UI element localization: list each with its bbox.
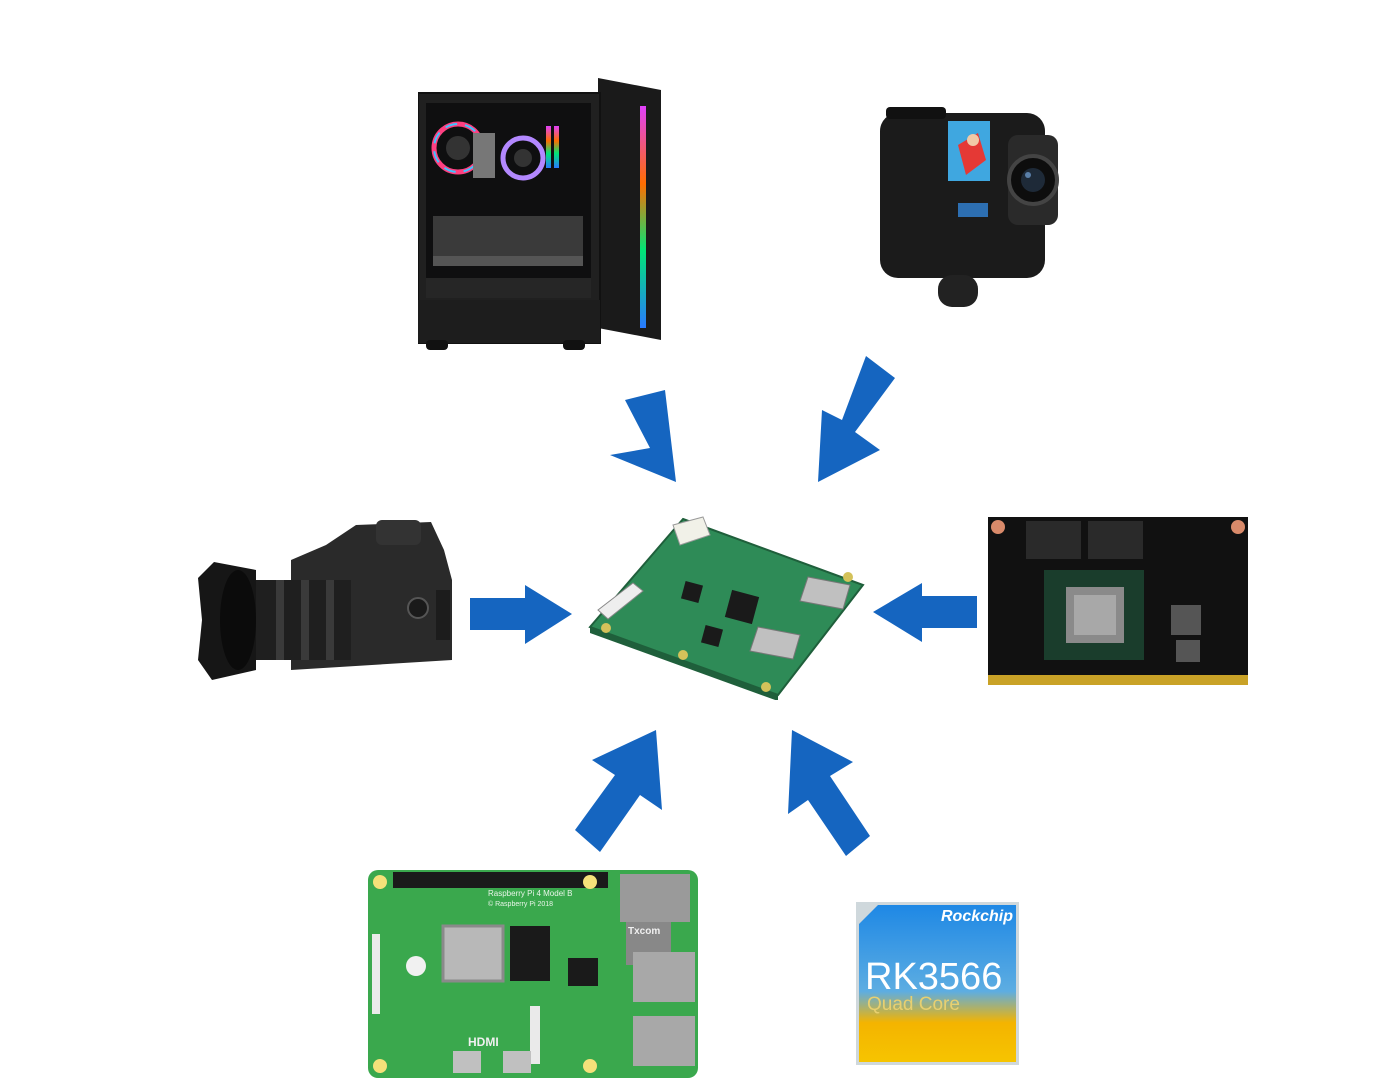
chip-subtitle: Quad Core (867, 994, 960, 1015)
arrow-from-action-camera (818, 356, 895, 482)
rockchip-chip-icon (856, 902, 1019, 1065)
raspberry-pi-board-icon: Raspberry Pi 4 Model B © Raspberry Pi 20… (368, 870, 698, 1078)
rockchip-chip: Rockchip RK3566 Quad Core (856, 902, 1019, 1065)
desktop-pc-tower-icon (418, 78, 661, 350)
desktop-pc-tower (418, 78, 663, 353)
dslr-camera-icon (198, 520, 452, 680)
rpi-silk-top: Raspberry Pi 4 Model B (488, 889, 572, 898)
arrow-from-jetson (873, 583, 977, 642)
chip-model: RK3566 (865, 956, 1003, 998)
rpi-silk-copyright: © Raspberry Pi 2018 (488, 900, 553, 908)
hdmi-to-csi2-board (588, 515, 866, 700)
jetson-module (986, 515, 1251, 687)
action-camera-icon (880, 107, 1059, 307)
arrow-from-rockchip (788, 730, 870, 856)
jetson-module-icon (988, 517, 1248, 685)
arrow-from-dslr (470, 585, 572, 644)
rpi-wifi-brand: Txcom (628, 926, 660, 937)
dslr-camera (196, 520, 458, 692)
raspberry-pi-board: Raspberry Pi 4 Model B © Raspberry Pi 20… (358, 866, 700, 1081)
chip-brand: Rockchip (940, 908, 1013, 925)
rpi-hdmi-label: HDMI (468, 1035, 499, 1049)
arrow-from-raspberry-pi (575, 730, 662, 852)
action-camera (878, 105, 1063, 315)
hdmi-to-csi2-board-icon (588, 516, 865, 700)
arrow-from-pc (610, 390, 676, 482)
